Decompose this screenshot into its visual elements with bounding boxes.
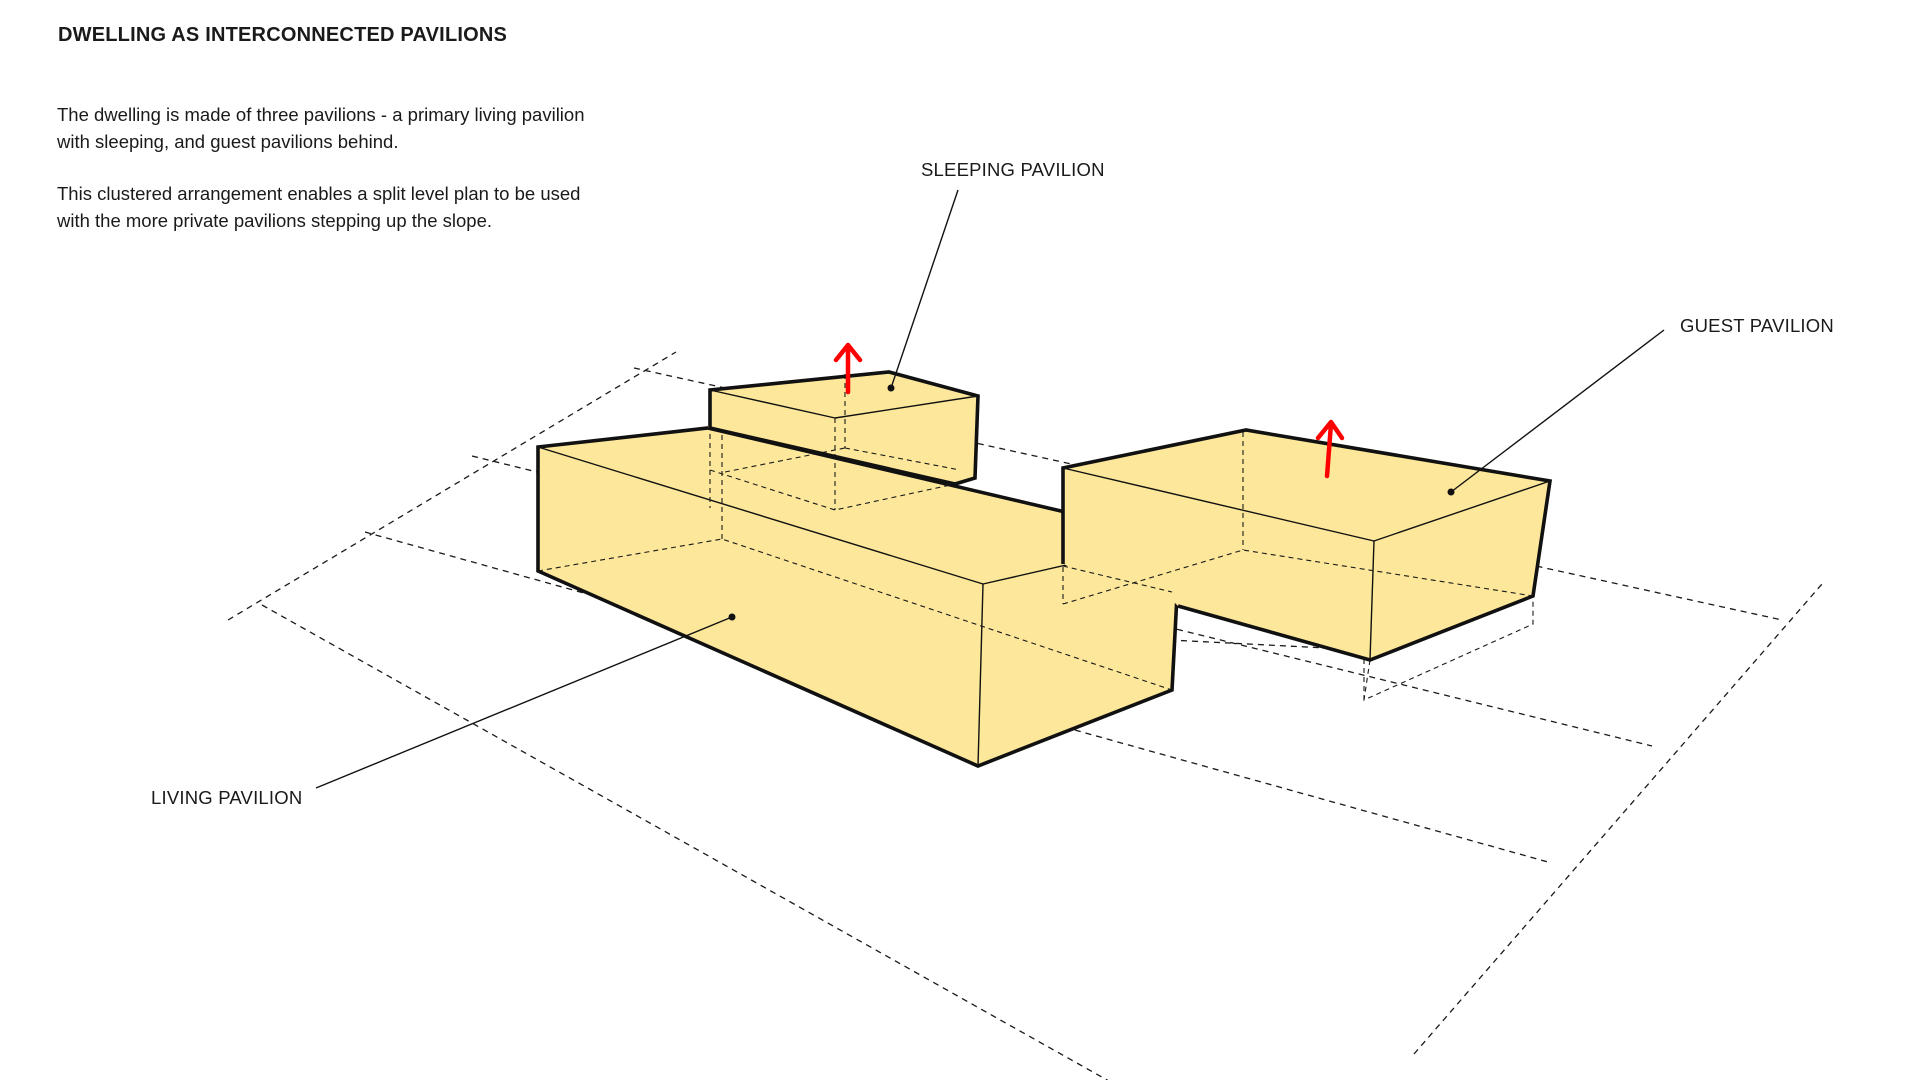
- guest-pavilion-label: GUEST PAVILION: [1680, 315, 1834, 336]
- description: The dwelling is made of three pavilions …: [57, 102, 617, 260]
- living-pavilion: [536, 420, 1182, 768]
- description-paragraph-1: The dwelling is made of three pavilions …: [57, 104, 585, 152]
- sleeping-up-arrow-icon: [833, 342, 863, 395]
- leader-lines: [315, 189, 1665, 789]
- guest-pavilion: [1061, 428, 1553, 701]
- guest-leader-dot: [1447, 488, 1455, 496]
- living-pavilion-label: LIVING PAVILION: [151, 787, 303, 808]
- description-paragraph-2: This clustered arrangement enables a spl…: [57, 183, 581, 231]
- sleeping-leader: [890, 189, 959, 389]
- living-leader-dot: [728, 613, 736, 621]
- guest-up-arrow-icon: [1315, 419, 1345, 479]
- sleeping-pavilion: [708, 370, 980, 511]
- page-title: DWELLING AS INTERCONNECTED PAVILIONS: [58, 24, 508, 46]
- living-leader: [315, 616, 733, 789]
- guest-leader: [1450, 329, 1665, 493]
- sleeping-leader-dot: [887, 384, 895, 392]
- sleeping-pavilion-label: SLEEPING PAVILION: [921, 159, 1105, 180]
- level-arrows: [833, 342, 1345, 479]
